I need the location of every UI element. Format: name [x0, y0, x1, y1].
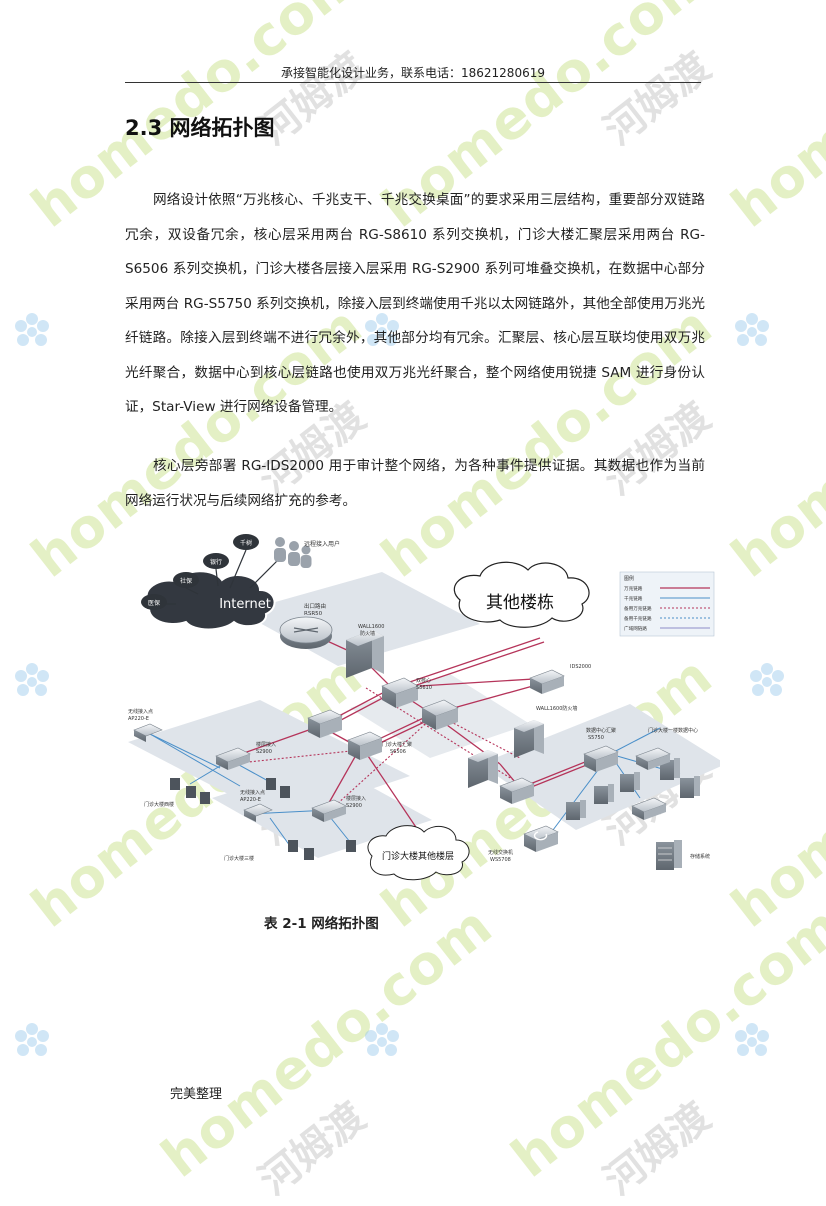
- dc-firewall-icon: [468, 750, 498, 788]
- paragraph-text: 核心层旁部署 RG-IDS2000 用于审计整个网络，为各种事件提供证据。其数据…: [125, 458, 705, 509]
- other-floors-cloud: 门诊大楼其他楼层: [367, 825, 470, 881]
- user-bubble-yinhang: 银行: [203, 553, 229, 569]
- flower-logo-icon: [365, 1023, 399, 1056]
- aggregation-switch-icon: [347, 731, 383, 760]
- user-bubble-links: [166, 549, 281, 605]
- access-1-label: 楼层接入: [256, 741, 276, 748]
- zone-floor-3-label: 门诊大楼三楼: [224, 855, 254, 862]
- access-switch-icon: [311, 799, 347, 822]
- flower-logo-icon: [735, 313, 769, 346]
- watermark: homedo: [720, 385, 826, 590]
- flower-logo-icon: [15, 313, 49, 346]
- internet-label: Internet: [219, 597, 271, 612]
- figure-caption: 表 2-1 网络拓扑图: [264, 916, 379, 932]
- aggregation-switch-icon: [307, 709, 343, 738]
- core-switch-icon: [421, 699, 459, 730]
- wifi-2-label: 无线接入点: [240, 789, 265, 796]
- watermark: homedo.com: [150, 893, 505, 1190]
- wifi-1-model: AP220-E: [128, 716, 149, 722]
- legend-item-label: 备用千兆链路: [624, 615, 652, 622]
- paragraph-text: 网络设计依照“万兆核心、千兆支干、千兆交换桌面”的要求采用三层结构，重要部分双链…: [125, 192, 705, 415]
- flower-logo-icon: [15, 1023, 49, 1056]
- header-divider: [125, 82, 701, 83]
- storage-label: 存储系统: [690, 853, 710, 860]
- flower-logo-icon: [735, 1023, 769, 1056]
- remote-users-label: 远程接入用户: [304, 540, 340, 548]
- exit-router-model: RSR50: [304, 611, 323, 617]
- dc-core-model: S5750: [588, 735, 604, 741]
- exit-router-icon: [279, 616, 333, 649]
- storage-system-icon: [656, 840, 682, 870]
- page-footer: 完美整理: [170, 1087, 223, 1102]
- wireless-switch-model: WS5708: [490, 857, 511, 863]
- legend-item-label: 备用万兆链路: [624, 605, 652, 612]
- svg-text:千树: 千树: [240, 539, 252, 547]
- flower-logo-icon: [15, 663, 49, 696]
- access-2-model: S2900: [346, 803, 362, 809]
- watermark: homedo.com: [500, 893, 826, 1190]
- legend-item-label: 万兆链路: [624, 585, 643, 592]
- backup-ten-gig-links: [229, 687, 521, 815]
- user-bubble-yibao: 医保: [141, 594, 167, 610]
- watermark: 河姆渡: [596, 44, 720, 155]
- core-label: 双核心: [416, 677, 431, 684]
- exit-firewall-icon: [346, 630, 384, 678]
- svg-text:社保: 社保: [180, 577, 192, 585]
- wifi-ap-icon: [243, 803, 273, 822]
- access-2-label: 楼层接入: [346, 795, 366, 802]
- dc-core-switch-icon: [499, 777, 535, 804]
- svg-text:银行: 银行: [210, 558, 222, 566]
- wifi-1-label: 无线接入点: [128, 708, 153, 715]
- network-topology-diagram: Internet 千树 银行 社保 医保 远程接入用户 其他楼栋 门诊大楼其他楼: [128, 534, 720, 881]
- exit-router-label: 出口路由: [304, 602, 326, 610]
- user-bubble-qiantai: 千树: [233, 534, 259, 550]
- wifi-2-model: AP220-E: [240, 797, 261, 803]
- legend-item-label: 广域网链路: [624, 625, 647, 632]
- exit-firewall-label: WALL1600: [358, 624, 384, 630]
- dc-label: 门诊大楼一楼数据中心: [648, 727, 698, 734]
- dc-core-label: 数据中心汇聚: [586, 727, 616, 734]
- watermark: 河姆渡: [251, 1094, 375, 1205]
- core-model: S8610: [416, 685, 432, 691]
- aggregation-label: 门诊大楼汇聚: [382, 741, 412, 748]
- other-buildings-label: 其他楼栋: [486, 593, 554, 613]
- legend-title: 图例: [624, 575, 634, 582]
- legend-item-label: 千兆链路: [624, 595, 643, 602]
- diagram-legend: 图例 万兆链路 千兆链路 备用万兆链路 备用千兆链路 广域网链路: [619, 571, 715, 637]
- other-floors-label: 门诊大楼其他楼层: [382, 850, 454, 862]
- zone-floor-2-label: 门诊大楼西楼: [144, 801, 174, 808]
- watermark: homedo: [720, 735, 826, 940]
- access-switch-icon: [215, 747, 251, 770]
- remote-users-icon: [274, 537, 312, 568]
- core-switch-icon: [381, 677, 419, 708]
- wireless-switch-icon: [523, 825, 559, 852]
- ids-label: IDS2000: [570, 664, 591, 670]
- other-buildings-cloud: 其他楼栋: [453, 561, 590, 628]
- user-bubble-shebao: 社保: [173, 572, 199, 588]
- exit-firewall-sub: 防火墙: [360, 630, 375, 637]
- dc-core-switch-icon: [583, 745, 619, 772]
- flower-logo-icon: [750, 663, 784, 696]
- ids-device-icon: [529, 669, 565, 694]
- section-title: 2.3 网络拓扑图: [125, 116, 275, 140]
- wireless-switch-label: 无线交换机: [488, 849, 513, 856]
- body-paragraph: 核心层旁部署 RG-IDS2000 用于审计整个网络，为各种事件提供证据。其数据…: [125, 449, 705, 518]
- watermark: homedo: [720, 35, 826, 240]
- access-1-model: S2900: [256, 749, 272, 755]
- terminal-pc-icons: [170, 778, 356, 860]
- watermark: 河姆渡: [596, 1094, 720, 1205]
- wifi-ap-icon: [133, 723, 163, 742]
- aggregation-model: S6506: [390, 749, 406, 755]
- dc-switch-icon: [635, 747, 671, 770]
- server-rack-icons: [566, 758, 700, 820]
- page-header: 承接智能化设计业务，联系电话：18621280619: [281, 66, 545, 80]
- dc-firewall-icon: [514, 720, 544, 758]
- body-paragraph: 网络设计依照“万兆核心、千兆支干、千兆交换桌面”的要求采用三层结构，重要部分双链…: [125, 183, 705, 425]
- dc-switch-icon: [631, 797, 667, 820]
- dc-firewall-label: WALL1600防火墙: [536, 705, 577, 712]
- svg-text:医保: 医保: [148, 599, 160, 607]
